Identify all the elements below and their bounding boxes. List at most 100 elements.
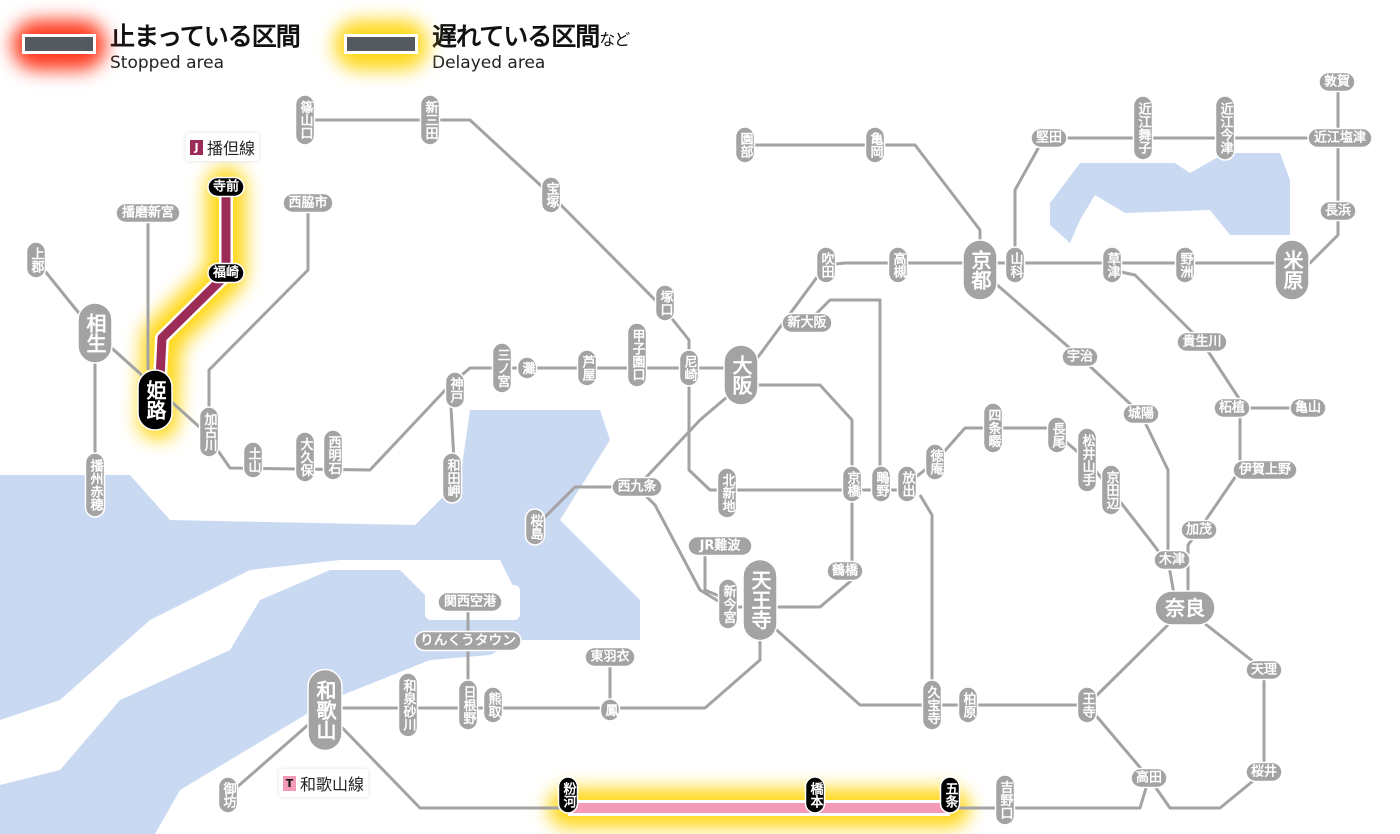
station-久宝寺[interactable]: 久宝寺 [921, 679, 943, 731]
station-近江今津[interactable]: 近江今津 [1214, 95, 1236, 161]
station-敦賀[interactable]: 敦賀 [1318, 71, 1356, 93]
station-尼崎[interactable]: 尼崎 [678, 349, 700, 387]
station-name: 鶴橋 [832, 563, 859, 579]
station-marker [1214, 95, 1236, 161]
station-吹田[interactable]: 吹田 [815, 246, 837, 284]
station-天理[interactable]: 天理 [1245, 659, 1283, 681]
station-御坊[interactable]: 御坊 [217, 776, 239, 814]
station-柏原[interactable]: 柏原 [957, 686, 979, 724]
station-鴫野[interactable]: 鴫野 [870, 465, 892, 503]
station-五条[interactable]: 五条 [939, 776, 961, 814]
station-name: 橋本 [808, 781, 824, 809]
station-灘[interactable]: 灘 [516, 356, 538, 380]
station-鶴橋[interactable]: 鶴橋 [826, 560, 864, 582]
station-吉野口[interactable]: 吉野口 [994, 774, 1016, 826]
station-JR難波[interactable]: JR難波 [687, 535, 753, 557]
station-伊賀上野[interactable]: 伊賀上野 [1232, 459, 1298, 481]
station-長浜[interactable]: 長浜 [1319, 200, 1357, 222]
station-大阪[interactable]: 大阪 [723, 344, 759, 406]
station-日根野[interactable]: 日根野 [457, 679, 479, 731]
station-和歌山[interactable]: 和歌山 [307, 668, 343, 752]
station-堅田[interactable]: 堅田 [1030, 127, 1068, 149]
station-name: 西明石 [326, 436, 343, 476]
station-福崎[interactable]: 福崎 [207, 262, 245, 284]
station-奈良[interactable]: 奈良 [1154, 590, 1216, 626]
line-label-wakayama[interactable]: T 和歌山線 [279, 769, 369, 797]
station-桜井[interactable]: 桜井 [1245, 761, 1283, 783]
station-土山[interactable]: 土山 [242, 441, 264, 479]
station-放出[interactable]: 放出 [896, 465, 918, 503]
station-東羽衣[interactable]: 東羽衣 [584, 646, 636, 668]
station-marker [717, 578, 739, 630]
station-marker [626, 322, 648, 388]
station-北新地[interactable]: 北新地 [716, 467, 738, 519]
station-鳳[interactable]: 鳳 [599, 698, 621, 722]
station-園部[interactable]: 園部 [734, 126, 756, 164]
station-上郡[interactable]: 上郡 [25, 241, 47, 279]
station-姫路[interactable]: 姫路 [137, 369, 173, 431]
station-三ノ宮[interactable]: 三ノ宮 [491, 342, 513, 394]
station-亀岡[interactable]: 亀岡 [864, 126, 886, 164]
station-和泉砂川[interactable]: 和泉砂川 [397, 672, 419, 738]
station-新三田[interactable]: 新三田 [419, 94, 441, 146]
station-草津[interactable]: 草津 [1101, 246, 1123, 284]
line-label-bantan[interactable]: J 播但線 [186, 133, 260, 161]
station-長尾[interactable]: 長尾 [1046, 416, 1068, 454]
station-塚口[interactable]: 塚口 [654, 284, 676, 322]
station-高槻[interactable]: 高槻 [887, 246, 909, 284]
station-柘植[interactable]: 柘植 [1213, 397, 1251, 419]
station-加古川[interactable]: 加古川 [198, 406, 220, 458]
station-西明石[interactable]: 西明石 [322, 429, 344, 481]
station-新今宮[interactable]: 新今宮 [717, 578, 739, 630]
station-芦屋[interactable]: 芦屋 [576, 349, 598, 387]
station-宇治[interactable]: 宇治 [1061, 346, 1099, 368]
station-大久保[interactable]: 大久保 [294, 431, 316, 483]
station-甲子園口[interactable]: 甲子園口 [626, 322, 648, 388]
station-西九条[interactable]: 西九条 [611, 476, 663, 498]
station-相生[interactable]: 相生 [77, 302, 113, 364]
station-name: 木津 [1158, 552, 1185, 568]
station-りんくうタウン[interactable]: りんくうタウン [414, 630, 522, 652]
station-城陽[interactable]: 城陽 [1122, 403, 1160, 425]
station-野洲[interactable]: 野洲 [1174, 246, 1196, 284]
station-王寺[interactable]: 王寺 [1076, 686, 1098, 724]
station-米原[interactable]: 米原 [1274, 239, 1310, 301]
station-name: 東羽衣 [590, 649, 629, 665]
station-貴生川[interactable]: 貴生川 [1176, 331, 1228, 353]
station-marker [982, 402, 1004, 454]
station-四条畷[interactable]: 四条畷 [982, 402, 1004, 454]
station-天王寺[interactable]: 天王寺 [742, 558, 778, 642]
station-京田辺[interactable]: 京田辺 [1100, 464, 1122, 516]
station-播州赤穂[interactable]: 播州赤穂 [84, 452, 106, 518]
station-亀山[interactable]: 亀山 [1289, 397, 1327, 419]
station-熊取[interactable]: 熊取 [482, 686, 504, 724]
station-marker [742, 558, 778, 642]
station-marker [804, 776, 826, 814]
station-粉河[interactable]: 粉河 [557, 776, 579, 814]
station-松井山手[interactable]: 松井山手 [1076, 427, 1098, 493]
station-京橋[interactable]: 京橋 [841, 465, 863, 503]
station-徳庵[interactable]: 徳庵 [924, 443, 946, 481]
station-近江舞子[interactable]: 近江舞子 [1132, 95, 1154, 161]
station-高田[interactable]: 高田 [1130, 767, 1168, 789]
station-marker [1274, 239, 1310, 301]
station-加茂[interactable]: 加茂 [1180, 519, 1218, 541]
station-近江塩津[interactable]: 近江塩津 [1307, 127, 1373, 149]
station-篠山口[interactable]: 篠山口 [294, 94, 316, 146]
station-name: 上郡 [29, 247, 46, 274]
station-木津[interactable]: 木津 [1153, 549, 1191, 571]
station-name: 粉河 [561, 781, 577, 809]
station-橋本[interactable]: 橋本 [804, 776, 826, 814]
station-桜島[interactable]: 桜島 [524, 508, 546, 546]
station-name: 近江舞子 [1136, 101, 1153, 155]
station-神戸[interactable]: 神戸 [444, 371, 466, 409]
station-新大阪[interactable]: 新大阪 [781, 312, 833, 334]
station-宝塚[interactable]: 宝塚 [540, 176, 562, 214]
station-和田岬[interactable]: 和田岬 [441, 452, 463, 504]
station-西脇市[interactable]: 西脇市 [282, 192, 334, 214]
station-京都[interactable]: 京都 [962, 239, 998, 301]
station-関西空港[interactable]: 関西空港 [437, 591, 503, 613]
station-山科[interactable]: 山科 [1004, 246, 1026, 284]
station-播磨新宮[interactable]: 播磨新宮 [115, 202, 181, 224]
station-寺前[interactable]: 寺前 [207, 176, 245, 198]
